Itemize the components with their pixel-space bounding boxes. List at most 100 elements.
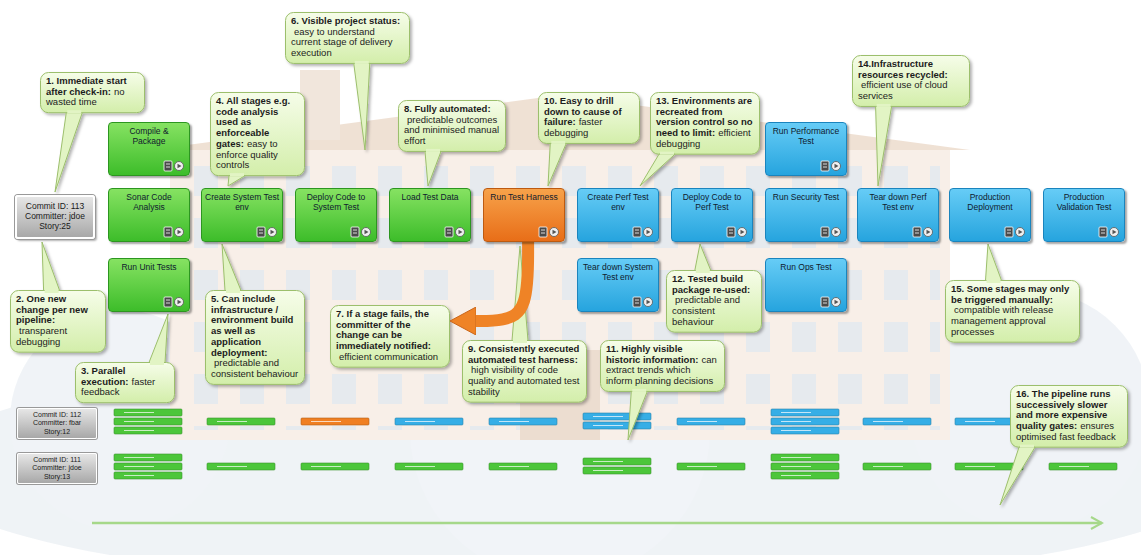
stage-box-passed: Deploy Code to System Test (295, 188, 377, 242)
history-stage-bar (771, 472, 839, 479)
callout-bubble: 7. If a stage fails, the committer of th… (330, 305, 450, 368)
log-icon-line (823, 303, 827, 304)
history-bar-mark (124, 466, 154, 467)
run-icon-mark (741, 230, 745, 234)
run-icon (832, 298, 841, 307)
log-icon-line (823, 164, 827, 165)
stage-box-pending: Create Perf Test env (577, 188, 659, 242)
callout-heading: 9. Consistently executed automated test … (468, 343, 579, 365)
callout-pointer-join (150, 362, 164, 365)
log-icon (1005, 227, 1013, 237)
log-icon-line (259, 230, 263, 231)
failure-feedback-arrow (476, 242, 528, 321)
history-bar-mark (965, 421, 995, 422)
log-icon-line (353, 233, 357, 234)
callout-pointer (354, 63, 370, 150)
callout-outline (946, 281, 1080, 343)
callout-pointer (986, 244, 1002, 281)
commit-box: Commit ID: 113Committer: jdoeStory:25 (15, 195, 95, 239)
history-stage-bar (771, 409, 839, 416)
run-icon (738, 228, 747, 237)
callout-pointer (42, 242, 60, 291)
history-bar-mark (593, 470, 623, 471)
history-stage-bar (114, 409, 182, 416)
callout-pointer (1000, 447, 1035, 505)
node-label: Sonar Code Analysis (112, 193, 186, 213)
log-icon-line (166, 303, 170, 304)
run-icon-mark (835, 164, 839, 168)
node-label: Story:25 (19, 221, 91, 231)
callout-pointer-join (660, 152, 674, 155)
log-icon-line (823, 167, 827, 168)
callout-shape (853, 56, 970, 187)
log-icon-line (541, 233, 545, 234)
callout-body: transparent debugging (16, 325, 67, 347)
log-icon (539, 227, 547, 237)
history-bar-mark (781, 421, 811, 422)
stage-icons (163, 160, 185, 172)
callout-pointer-join (877, 104, 891, 107)
history-bar-mark (593, 425, 623, 426)
callout-heading: 5. Can include infrastructure / environm… (211, 293, 293, 358)
history-stage-bar (863, 463, 931, 470)
building-illustration (0, 70, 1141, 555)
history-bar-mark (499, 421, 529, 422)
callout-bubble: 16. The pipeline runs successively slowe… (1010, 385, 1128, 448)
callout-pointer (628, 391, 647, 440)
log-icon-line (541, 230, 545, 231)
callout-bubble: 6. Visible project status:easy to unders… (285, 12, 410, 64)
callout-pointer-join (551, 141, 565, 144)
callout-shape (76, 314, 175, 403)
callout-body: efficient use of cloud services (858, 79, 947, 101)
stage-box-passed: Sonar Code Analysis (108, 188, 190, 242)
history-bar-mark (873, 466, 903, 467)
node-label: Compile & Package (112, 127, 186, 147)
history-stage-bar (583, 422, 651, 429)
log-icon (633, 297, 641, 307)
callout-bubble: 8. Fully automated:predictable outcomes … (398, 100, 506, 152)
log-icon (821, 161, 829, 171)
log-icon-line (1101, 233, 1105, 234)
history-stage-bar (677, 463, 745, 470)
history-stage-bar (771, 427, 839, 434)
history-stage-bar (771, 454, 839, 461)
callout-outline (651, 93, 760, 155)
callout-shape (331, 306, 450, 368)
log-icon-line (915, 233, 919, 234)
callout-pointer-join (513, 340, 527, 343)
stage-box-pending: Deploy Code to Perf Test (671, 188, 753, 242)
history-stage-bar (301, 463, 369, 470)
node-label: Tear down Perf Test env (861, 193, 935, 213)
callout-pointer (640, 154, 675, 186)
stage-icons (820, 226, 842, 238)
callout-bubble: 9. Consistently executed automated test … (462, 340, 587, 403)
run-icon (175, 162, 184, 171)
node-label: Tear down System Test env (581, 263, 655, 283)
callout-outline (331, 306, 450, 368)
history-bar-mark (124, 457, 154, 458)
callout-heading: 3. Parallel execution: (81, 365, 129, 387)
callout-pointer-join (355, 61, 369, 64)
log-icon (727, 227, 735, 237)
stage-box-pending: Production Validation Test (1043, 188, 1125, 242)
history-bar-mark (217, 466, 247, 467)
log-icon-line (823, 233, 827, 234)
stage-box-passed: Create System Test env (201, 188, 283, 242)
history-stage-bar (207, 463, 275, 470)
log-icon-line (166, 230, 170, 231)
callout-pointer (425, 151, 441, 186)
log-icon-line (166, 167, 170, 168)
callout-outline (1011, 386, 1128, 448)
callout-pointer (55, 113, 82, 192)
history-bar-mark (873, 421, 903, 422)
history-bar-mark (124, 412, 154, 413)
history-bar-mark (687, 421, 717, 422)
history-stage-bar (207, 418, 275, 425)
stage-box-pending: Tear down Perf Test env (857, 188, 939, 242)
callout-bubble: 3. Parallel execution:faster feedback (75, 362, 175, 403)
node-label: Commit ID: 111 (20, 456, 94, 464)
run-icon-mark (178, 230, 182, 234)
node-label: Commit ID: 113 (19, 201, 91, 211)
callout-body: predictable outcomes and minimised manua… (404, 114, 499, 146)
